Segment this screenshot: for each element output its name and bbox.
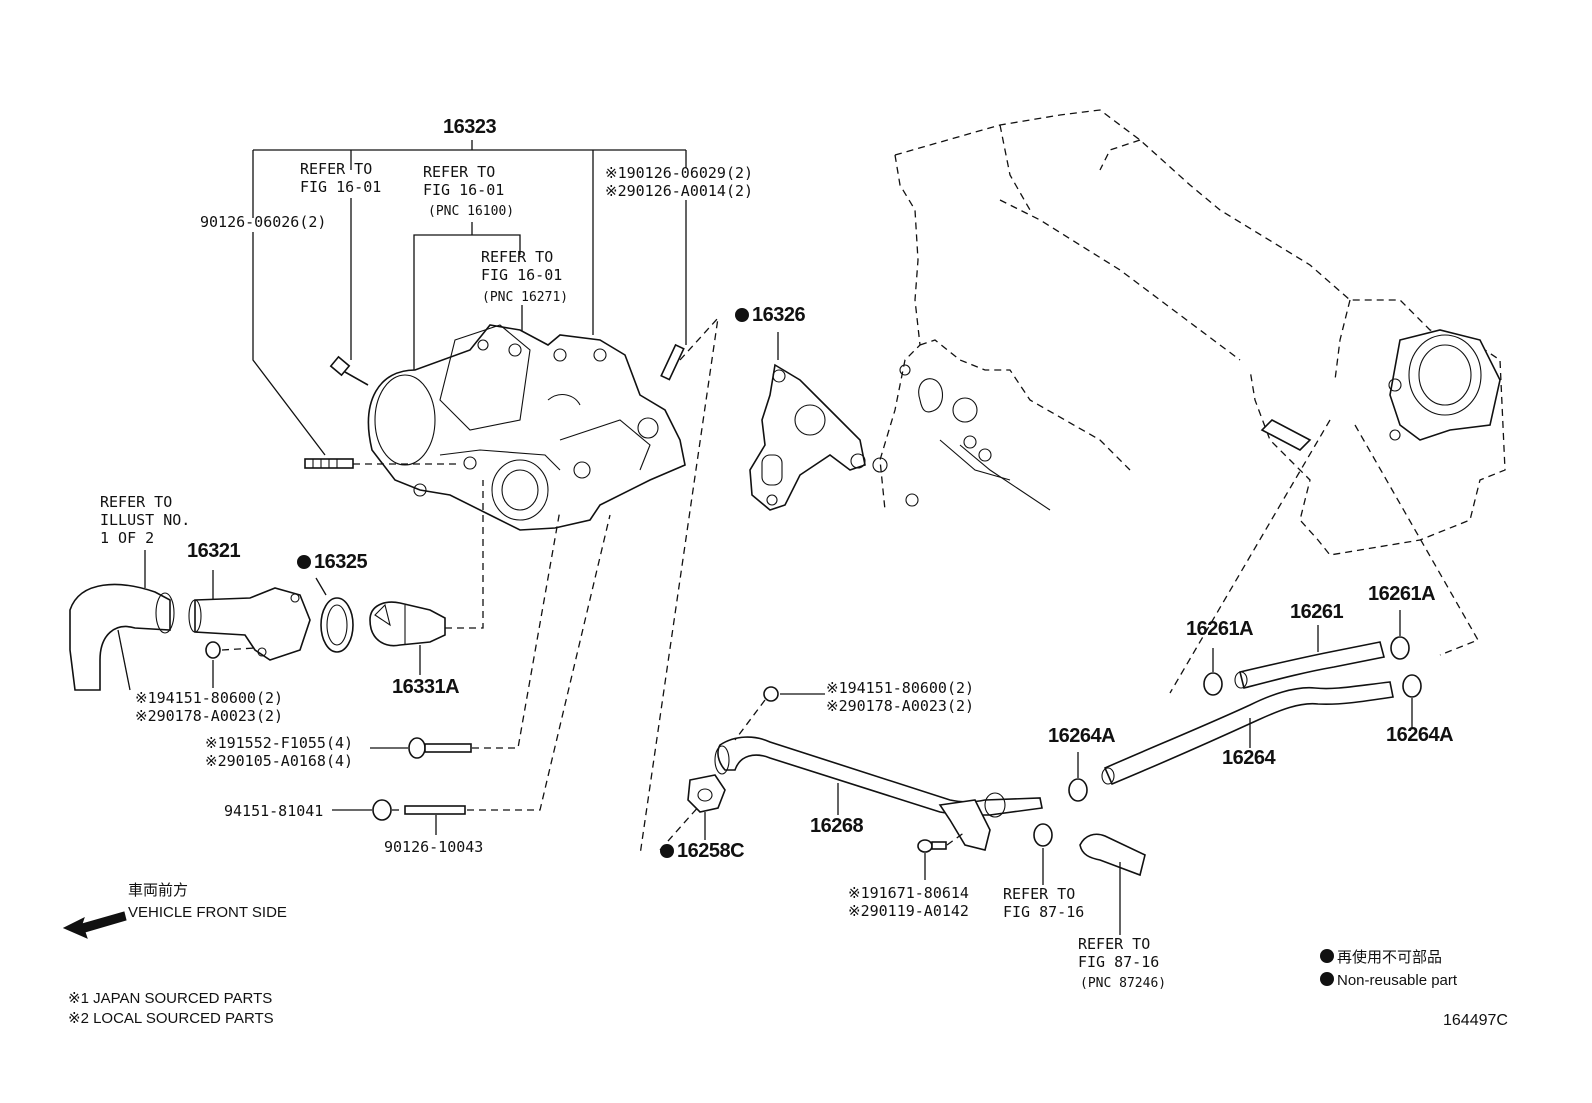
housing-bolt-top	[329, 355, 369, 386]
label-16268: 16268	[810, 815, 864, 837]
figure-id: 164497C	[1443, 1012, 1508, 1029]
clamp-16261A-r	[1390, 610, 1410, 660]
hose-16264	[1101, 681, 1394, 786]
label-16261: 16261	[1290, 601, 1344, 623]
label-16258C: 16258C	[660, 841, 745, 861]
label-16325: 16325	[297, 552, 368, 572]
non-reusable-dot-icon	[735, 308, 749, 322]
nut-94151	[332, 799, 466, 835]
label-refer-illust: REFER TO ILLUST NO. 1 OF 2	[100, 493, 191, 547]
non-reusable-dot-icon	[297, 555, 311, 569]
hose-16261	[1234, 625, 1385, 689]
label-front-en: VEHICLE FRONT SIDE	[128, 904, 287, 921]
clamp-16264A-r	[1402, 674, 1422, 728]
clamp-a	[1033, 823, 1053, 885]
housing-stud-right	[660, 343, 685, 381]
label-194151-80600-a: ※194151-80600(2) ※290178-A0023(2)	[135, 689, 284, 725]
label-16264: 16264	[1222, 747, 1276, 769]
bolt-191671	[917, 839, 947, 880]
label-pnc-87246: (PNC 87246)	[1080, 976, 1167, 991]
clamp-16264A-l	[1068, 752, 1088, 802]
label-front-jp: 車両前方	[128, 882, 189, 899]
label-refer-fig16-01-a: REFER TO FIG 16-01	[300, 160, 382, 196]
legend-dot-icon	[1320, 972, 1334, 986]
label-pnc-16271: (PNC 16271)	[482, 290, 569, 305]
bolt-191552	[370, 737, 472, 759]
radiator-hose	[69, 550, 175, 691]
engine-block	[872, 109, 1506, 556]
label-90126-10043: 90126-10043	[384, 838, 484, 856]
pipe-16268	[659, 736, 1043, 851]
label-refer-fig87-16-a: REFER TO FIG 87-16	[1003, 885, 1085, 921]
label-refer-fig16-01-b: REFER TO FIG 16-01	[423, 163, 505, 199]
gasket-16325	[315, 577, 354, 653]
label-16323: 16323	[443, 116, 497, 138]
hose-87246	[1079, 833, 1146, 935]
non-reusable-dot-icon	[660, 844, 674, 858]
clamp-16261A-l	[1203, 648, 1223, 696]
note-local-sourced: ※2 LOCAL SOURCED PARTS	[68, 1010, 274, 1027]
nut-inlet	[205, 641, 221, 688]
label-16331A: 16331A	[392, 676, 460, 698]
label-refer-fig87-16-b: REFER TO FIG 87-16	[1078, 935, 1160, 971]
vehicle-front-arrow-icon	[62, 911, 127, 939]
label-94151-81041: 94151-81041	[224, 802, 324, 820]
nut-pipe	[734, 686, 825, 741]
label-16261A-left: 16261A	[1186, 618, 1254, 640]
label-194151-80600-b: ※194151-80600(2) ※290178-A0023(2)	[826, 679, 975, 715]
gasket-16326	[749, 332, 866, 511]
label-191552-F1055: ※191552-F1055(4) ※290105-A0168(4)	[205, 734, 354, 770]
leader-16323	[252, 140, 687, 456]
legend-non-reusable-en: Non-reusable part	[1320, 972, 1457, 990]
legend-non-reusable-jp: 再使用不可部品	[1320, 949, 1442, 967]
label-16326: 16326	[735, 305, 806, 325]
label-16321: 16321	[187, 540, 241, 562]
label-pnc-16100: (PNC 16100)	[428, 204, 515, 219]
thermostat-16331A	[369, 601, 446, 675]
note-japan-sourced: ※1 JAPAN SOURCED PARTS	[68, 990, 273, 1007]
legend-dot-icon	[1320, 949, 1334, 963]
label-90126-06026: 90126-06026(2)	[200, 213, 327, 231]
housing-stud-left	[304, 458, 354, 469]
label-16261A-right: 16261A	[1368, 583, 1436, 605]
label-191671-80614: ※191671-80614 ※290119-A0142	[848, 884, 969, 920]
label-16264A-right: 16264A	[1386, 724, 1454, 746]
water-inlet-16321	[188, 570, 311, 661]
water-pump-housing	[367, 324, 686, 531]
label-refer-fig16-01-c: REFER TO FIG 16-01	[481, 248, 563, 284]
label-190126-06029: ※190126-06029(2) ※290126-A0014(2)	[605, 164, 754, 200]
label-16264A-left: 16264A	[1048, 725, 1116, 747]
